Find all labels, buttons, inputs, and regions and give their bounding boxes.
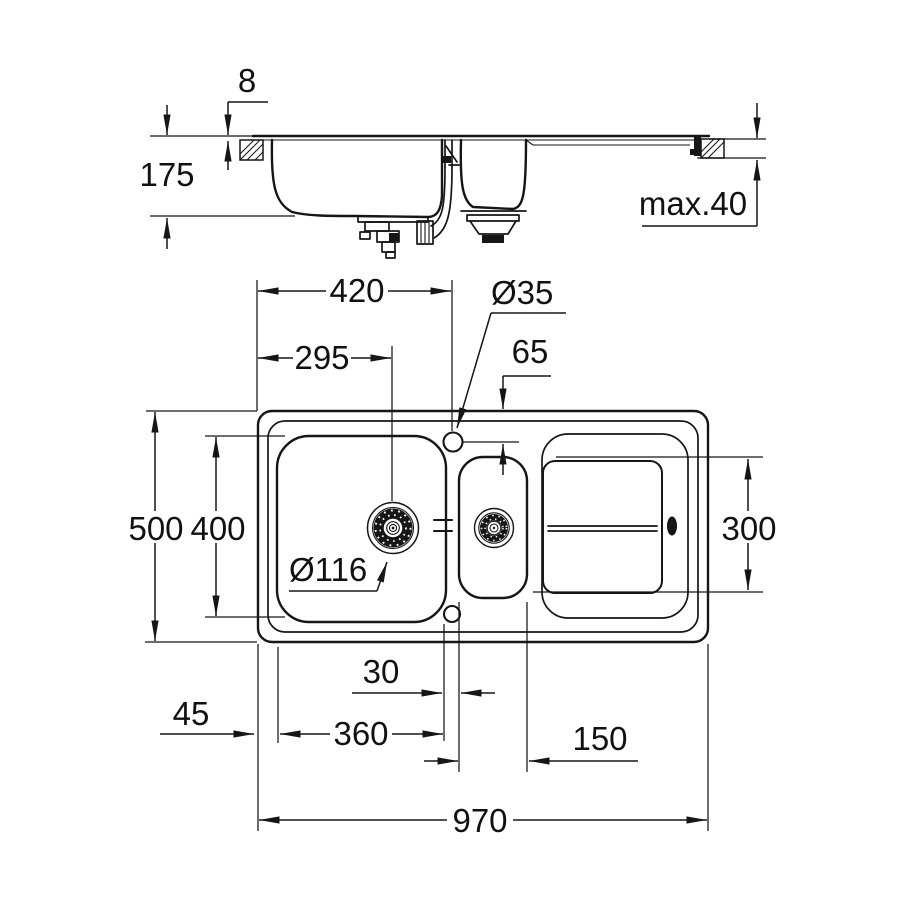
dim-rim-height: 8	[224, 62, 268, 170]
dim-drainer-depth: 300	[719, 459, 778, 590]
dim-label-overall-width: 970	[452, 802, 507, 839]
dim-counter-thickness: max.40	[639, 103, 761, 227]
small-bowl-strainer-funnel	[460, 210, 527, 243]
drainer-step-line	[525, 139, 534, 146]
main-drain-strainer	[366, 501, 420, 555]
sink-inner-rim	[267, 420, 699, 633]
drainer-board	[541, 433, 689, 619]
divider-tick-marks	[432, 518, 454, 533]
counter-section-left	[239, 139, 264, 161]
dim-tap-hole-diameter: Ø35	[456, 274, 566, 429]
dim-drain-from-left: 295	[258, 339, 391, 376]
small-drain-strainer	[473, 507, 515, 549]
small-bowl	[457, 455, 529, 600]
overflow-pipe	[430, 139, 460, 239]
counter-section-right	[700, 138, 725, 159]
plan-view: 420 295 Ø35 65 500	[127, 272, 778, 839]
tap-hole	[442, 431, 464, 453]
dim-label-main-bowl-width: 360	[333, 715, 388, 752]
dim-bowl-depth: 175	[139, 105, 195, 249]
overflow-slot	[667, 516, 677, 536]
section-view: 8 175 max.40	[139, 62, 766, 259]
dim-label-bowl-depth: 175	[139, 156, 194, 193]
dim-label-counter-thickness: max.40	[639, 185, 747, 222]
rim-clamp	[690, 136, 701, 156]
small-bowl-profile	[459, 138, 528, 211]
dim-label-drain-from-left: 295	[294, 339, 349, 376]
dim-drain-diameter: Ø116	[289, 551, 388, 592]
dim-label-bowl-inner-depth: 400	[190, 510, 245, 547]
dim-label-tap-hole-diameter: Ø35	[491, 274, 553, 311]
dim-edge-to-bowl: 45	[160, 695, 254, 738]
main-bowl-profile	[270, 138, 444, 219]
dim-label-drainer-depth: 300	[721, 510, 776, 547]
sink-outer-rim	[256, 409, 710, 644]
dim-label-rim-height: 8	[238, 62, 256, 99]
dim-main-bowl-width: 360	[280, 715, 443, 752]
dim-bowl-inner-depth: 400	[189, 437, 246, 616]
dim-bowl-gap: 30	[352, 653, 495, 697]
main-bowl	[275, 434, 448, 624]
dim-label-overall-depth: 500	[128, 510, 183, 547]
dim-label-small-bowl-width: 150	[572, 720, 627, 757]
dim-label-tap-from-front-edge: 65	[512, 333, 549, 370]
rear-tap-hole	[442, 604, 462, 624]
dim-label-drain-diameter: Ø116	[289, 551, 367, 588]
dim-label-bowl-gap: 30	[363, 653, 400, 690]
knurled-nut	[416, 220, 434, 245]
dim-small-bowl-width: 150	[424, 720, 638, 765]
dim-label-edge-to-bowl: 45	[173, 695, 210, 732]
drain-trap-assembly	[357, 215, 434, 259]
dim-label-tap-from-left: 420	[329, 272, 384, 309]
dim-tap-from-front-edge: 65	[462, 333, 551, 475]
dim-tap-from-left: 420	[258, 272, 451, 309]
dim-overall-depth: 500	[127, 412, 184, 641]
dim-overall-width: 970	[259, 802, 707, 839]
